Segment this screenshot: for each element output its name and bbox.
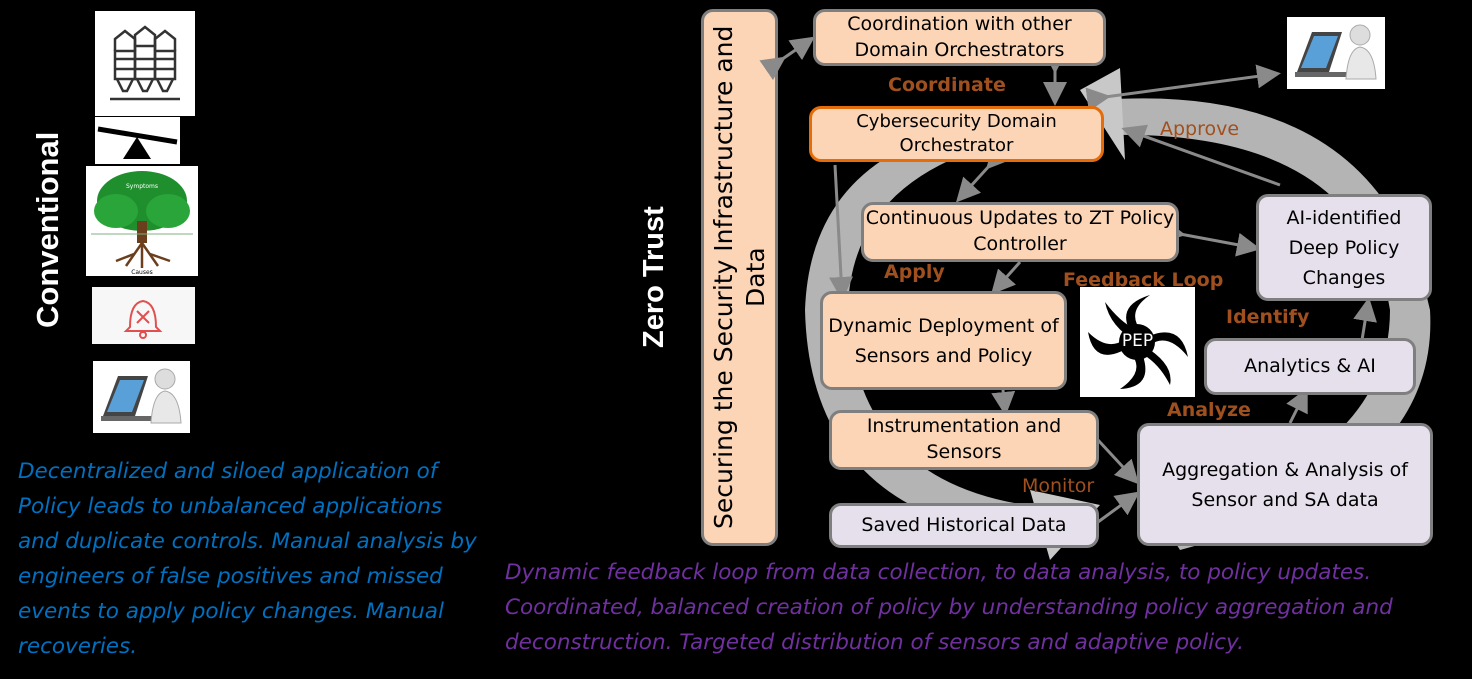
approver-operator-icon <box>1287 17 1385 89</box>
ai-policy-changes-label: AI-identified Deep Policy Changes <box>1259 203 1429 293</box>
analyze-label: Analyze <box>1167 399 1251 421</box>
zero-trust-caption: Dynamic feedback loop from data collecti… <box>505 555 1460 660</box>
pep-spiral-icon: PEP <box>1080 287 1195 397</box>
dynamic-deployment-label: Dynamic Deployment of Sensors and Policy <box>823 311 1064 371</box>
monitor-label: Monitor <box>1022 475 1094 497</box>
instrumentation-label: Instrumentation and Sensors <box>832 414 1096 465</box>
policy-updates-label: Continuous Updates to ZT Policy Controll… <box>864 206 1176 257</box>
dynamic-deployment-box: Dynamic Deployment of Sensors and Policy <box>820 291 1067 390</box>
orchestrator-box: Cybersecurity Domain Orchestrator <box>809 106 1104 162</box>
coordination-label: Coordination with other Domain Orchestra… <box>816 12 1103 63</box>
approve-label: Approve <box>1160 118 1239 140</box>
historical-data-label: Saved Historical Data <box>861 513 1066 539</box>
aggregation-box: Aggregation & Analysis of Sensor and SA … <box>1137 423 1433 546</box>
analytics-label: Analytics & AI <box>1244 354 1376 380</box>
ai-policy-changes-box: AI-identified Deep Policy Changes <box>1256 194 1432 301</box>
policy-updates-box: Continuous Updates to ZT Policy Controll… <box>861 202 1179 262</box>
coordinate-label: Coordinate <box>888 74 1006 96</box>
apply-label: Apply <box>884 261 945 283</box>
instrumentation-box: Instrumentation and Sensors <box>829 410 1099 470</box>
historical-data-box: Saved Historical Data <box>829 503 1099 548</box>
coordination-box: Coordination with other Domain Orchestra… <box>813 9 1106 66</box>
identify-label: Identify <box>1226 306 1309 328</box>
analytics-box: Analytics & AI <box>1204 338 1416 395</box>
orchestrator-label: Cybersecurity Domain Orchestrator <box>812 110 1101 159</box>
aggregation-label: Aggregation & Analysis of Sensor and SA … <box>1140 455 1430 515</box>
pep-label: PEP <box>1080 331 1195 351</box>
